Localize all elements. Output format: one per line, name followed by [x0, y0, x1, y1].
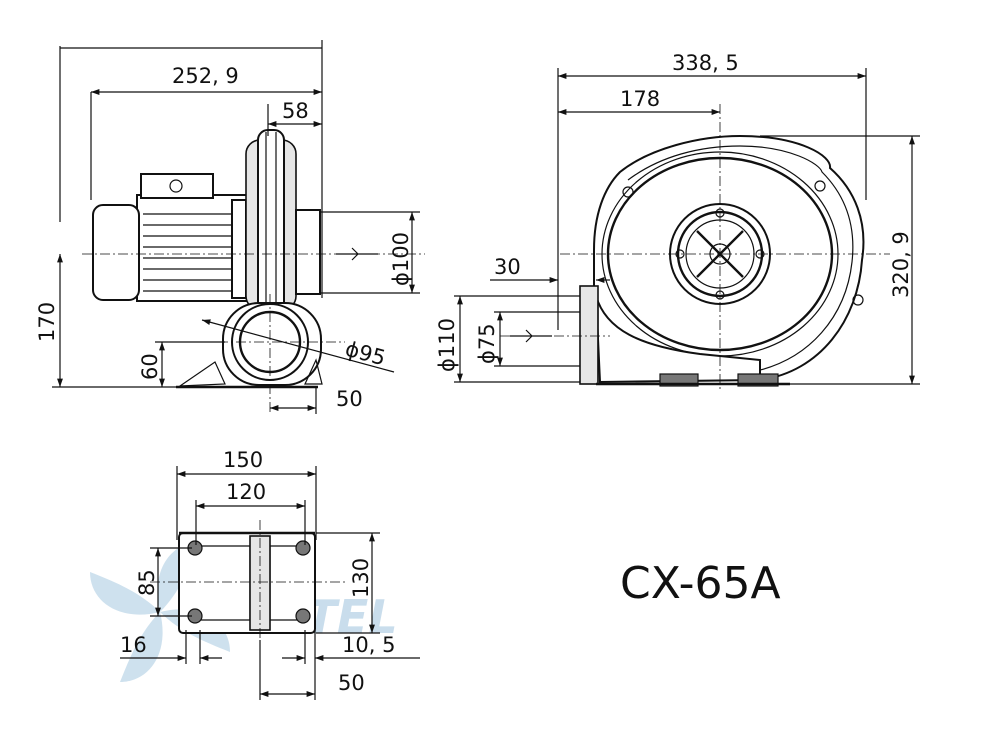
motor-body: [92, 173, 250, 302]
dim-side-height: 170: [35, 302, 59, 342]
dim-front-flange-diameter: ϕ110: [435, 318, 459, 372]
dim-base-offset: 50: [338, 671, 365, 695]
base-view: 150 120 85 130 16 10, 5 50: [120, 448, 420, 700]
dim-side-width: 252, 9: [172, 64, 239, 88]
side-view: 252, 9 58 ϕ100 170 60 ϕ95 50: [35, 40, 425, 414]
base-plate: [178, 531, 316, 634]
dim-base-hole-x: 120: [226, 480, 266, 504]
outlet-duct: [579, 285, 790, 387]
dim-side-inlet-diameter: ϕ95: [343, 337, 388, 371]
dim-base-hole-y: 85: [135, 569, 159, 596]
dim-front-width: 338, 5: [672, 51, 739, 75]
dim-base-width: 150: [223, 448, 263, 472]
model-label: CX-65A: [620, 558, 781, 609]
front-view: 338, 5 178 320, 9 30 ϕ110 ϕ75: [435, 51, 920, 392]
blower-housing: [245, 129, 321, 319]
dim-side-inlet-height: 60: [138, 353, 162, 380]
dim-base-depth: 130: [349, 558, 373, 598]
dim-front-center: 178: [620, 87, 660, 111]
dim-front-height: 320, 9: [889, 231, 913, 298]
inlet-flange: [176, 302, 323, 389]
dim-front-outlet-diameter: ϕ75: [475, 323, 499, 364]
dim-base-edge-offset: 10, 5: [342, 633, 395, 657]
dim-front-outlet-offset: 30: [494, 255, 521, 279]
dim-side-outlet-diameter: ϕ100: [389, 232, 413, 286]
dim-side-base-offset: 50: [336, 387, 363, 411]
dim-side-outlet-depth: 58: [282, 99, 309, 123]
dim-base-hole-offset: 16: [120, 633, 147, 657]
